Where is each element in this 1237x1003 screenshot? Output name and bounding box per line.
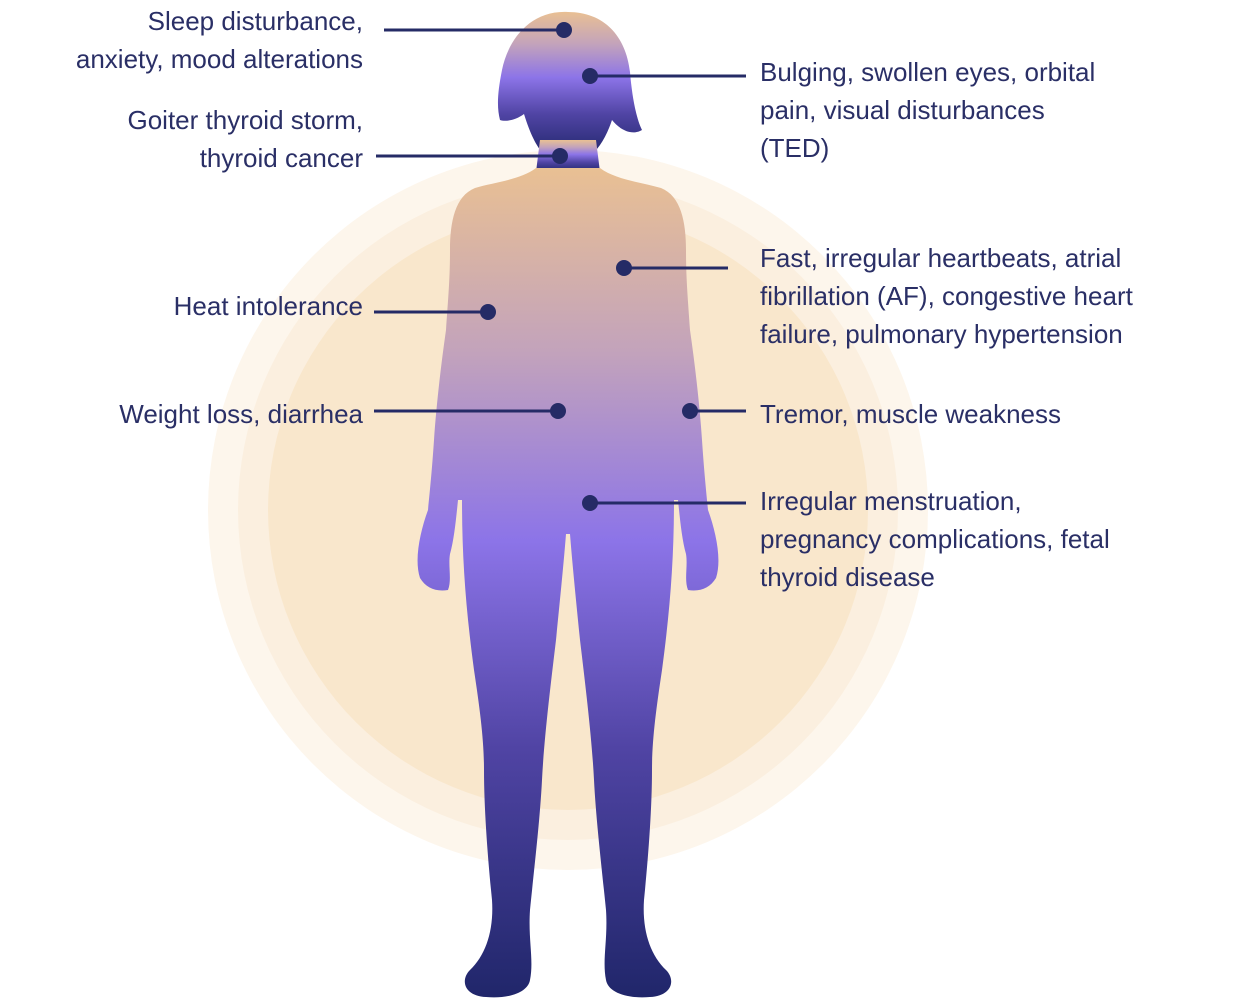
label-line: Goiter thyroid storm,: [127, 101, 363, 139]
label-line: Irregular menstruation,: [760, 482, 1110, 520]
label-eyes: Bulging, swollen eyes, orbital pain, vis…: [760, 53, 1095, 167]
label-line: failure, pulmonary hypertension: [760, 315, 1133, 353]
label-line: Sleep disturbance,: [76, 2, 363, 40]
label-heat: Heat intolerance: [174, 287, 363, 325]
label-line: (TED): [760, 129, 1095, 167]
marker-dot: [556, 22, 572, 38]
label-line: Weight loss, diarrhea: [119, 395, 363, 433]
label-tremor: Tremor, muscle weakness: [760, 395, 1061, 433]
label-line: Fast, irregular heartbeats, atrial: [760, 239, 1133, 277]
label-line: Heat intolerance: [174, 287, 363, 325]
label-line: fibrillation (AF), congestive heart: [760, 277, 1133, 315]
label-sleep: Sleep disturbance, anxiety, mood alterat…: [76, 2, 363, 78]
label-menstruation: Irregular menstruation, pregnancy compli…: [760, 482, 1110, 596]
marker-dot: [480, 304, 496, 320]
label-line: Bulging, swollen eyes, orbital: [760, 53, 1095, 91]
label-weight: Weight loss, diarrhea: [119, 395, 363, 433]
marker-dot: [552, 148, 568, 164]
marker-dot: [582, 68, 598, 84]
marker-dot: [682, 403, 698, 419]
label-goiter: Goiter thyroid storm, thyroid cancer: [127, 101, 363, 177]
label-line: anxiety, mood alterations: [76, 40, 363, 78]
label-heart: Fast, irregular heartbeats, atrial fibri…: [760, 239, 1133, 353]
marker-dot: [550, 403, 566, 419]
label-line: thyroid disease: [760, 558, 1110, 596]
label-line: Tremor, muscle weakness: [760, 395, 1061, 433]
marker-dot: [616, 260, 632, 276]
marker-dot: [582, 495, 598, 511]
label-line: pregnancy complications, fetal: [760, 520, 1110, 558]
label-line: pain, visual disturbances: [760, 91, 1095, 129]
label-line: thyroid cancer: [127, 139, 363, 177]
